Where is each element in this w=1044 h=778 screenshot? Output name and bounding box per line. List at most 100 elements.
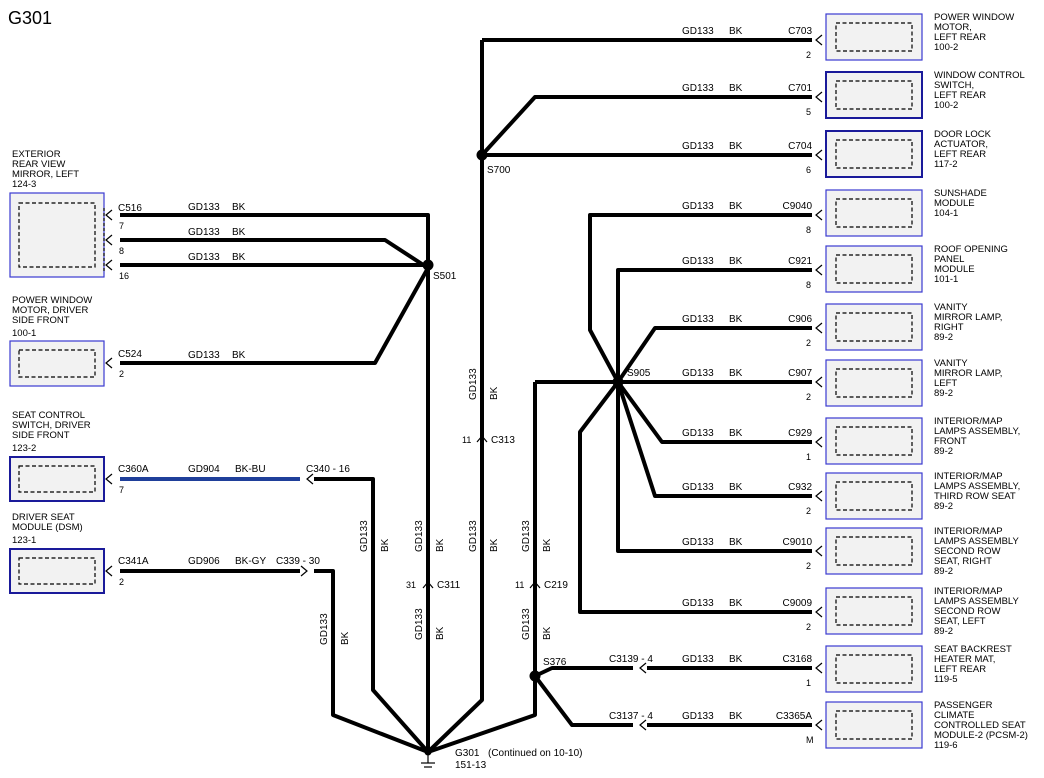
c340-label: C340 - 16 [306, 464, 350, 475]
dsm-ref: 123-1 [12, 535, 36, 546]
c339-label: C339 - 30 [276, 556, 320, 567]
dsm-pin: 2 [119, 577, 124, 587]
vlabel-s501-circuit: GD133 [414, 520, 425, 552]
map-2r-name-line1: INTERIOR/MAP [934, 526, 1003, 537]
pwm-lr-wire-circuit: GD133 [682, 26, 714, 37]
pwm-driver-connector: C524 [118, 349, 142, 360]
wire-c701 [480, 95, 812, 157]
splice-s376-dot [529, 670, 541, 682]
wlabel-c524-color: BK [232, 350, 246, 361]
map-2l-name-line2: LAMPS ASSEMBLY [934, 596, 1019, 607]
map-third-name-line1: INTERIOR/MAP [934, 471, 1003, 482]
vlabel-s700-circuit: GD133 [468, 368, 479, 400]
dsm-inner [18, 557, 96, 585]
map-2l-pin: 2 [806, 622, 811, 632]
vanity-l-pin: 2 [806, 392, 811, 402]
mirror-pin8-symbol [105, 234, 113, 246]
pwm-driver-pin: 2 [119, 369, 124, 379]
seat-switch-line1: SEAT CONTROL [12, 410, 85, 421]
map-2r-pin: 2 [806, 561, 811, 571]
vanity-l-name-line1: VANITY [934, 358, 968, 369]
vlabel-s376-color: BK [542, 626, 553, 640]
seat-switch-circuit: GD904 [188, 464, 220, 475]
pcsm-wire-circuit: GD133 [682, 711, 714, 722]
map-third-box [825, 472, 923, 520]
wire-c929 [616, 380, 812, 444]
roof-name-line2: PANEL [934, 254, 964, 265]
map-2l-name-line1: INTERIOR/MAP [934, 586, 1003, 597]
splice-s905-label: S905 [627, 368, 651, 379]
vanity-l-name-line3: LEFT [934, 378, 957, 389]
map-2r-box [825, 527, 923, 575]
c313-label: C313 [491, 435, 515, 446]
left-components: EXTERIOR REAR VIEW MIRROR, LEFT 124-3 C5… [9, 149, 350, 594]
vlabel-s501-low-color: BK [435, 626, 446, 640]
vanity-l-wire-circuit: GD133 [682, 368, 714, 379]
mirror-connector: C516 [118, 203, 142, 214]
pwm-driver-box [9, 340, 105, 387]
roof-connector: C921 [788, 256, 812, 267]
dla-lr-name-line4: 117-2 [934, 159, 958, 170]
pcsm-name-line4: MODULE-2 (PCSM-2) [934, 730, 1028, 741]
roof-wire-color: BK [729, 256, 743, 267]
map-front-pin-symbol [815, 436, 823, 448]
pwm-lr-name-line2: MOTOR, [934, 22, 972, 33]
vlabel-s700-low-circuit: GD133 [468, 520, 479, 552]
mirror-name-line1: EXTERIOR [12, 149, 61, 160]
pwm-lr-wire-color: BK [729, 26, 743, 37]
vlabel-c219-circuit: GD133 [521, 520, 532, 552]
wire-c932 [616, 381, 812, 498]
sunshade-wire-color: BK [729, 201, 743, 212]
wlabel-c516-8-color: BK [232, 227, 246, 238]
roof-pin-symbol [815, 264, 823, 276]
vlabel-s700-low-color: BK [489, 538, 500, 552]
c313-connector-symbol [476, 435, 488, 443]
roof-name-line3: MODULE [934, 264, 975, 275]
pwm-driver-line2: MOTOR, DRIVER [12, 305, 88, 316]
vlabel-s700-color: BK [489, 386, 500, 400]
map-third-pin-symbol [815, 490, 823, 502]
pwm-lr-pin-symbol [815, 34, 823, 46]
pcsm-name-line2: CLIMATE [934, 710, 974, 721]
mirror-box [9, 192, 105, 278]
wlabel-c524-circuit: GD133 [188, 350, 220, 361]
map-2l-wire-circuit: GD133 [682, 598, 714, 609]
splice-s905-dot [612, 376, 624, 388]
ground-note: (Continued on 10-10) [488, 748, 583, 759]
c340-symbol [306, 473, 314, 485]
seat-switch-color: BK-BU [235, 464, 266, 475]
map-2l-pin-symbol [815, 606, 823, 618]
map-front-name-line1: INTERIOR/MAP [934, 416, 1003, 427]
map-2l-connector: C9009 [783, 598, 813, 609]
ground-name: G301 [455, 748, 480, 759]
mirror-pin-7: 7 [119, 221, 124, 231]
pwm-lr-pin: 2 [806, 50, 811, 60]
wcs-lr-wire-circuit: GD133 [682, 83, 714, 94]
pwm-driver-ref: 100-1 [12, 328, 36, 339]
heater-connector: C3168 [783, 654, 813, 665]
map-2l-name-line4: SEAT, LEFT [934, 616, 986, 627]
mirror-inner [18, 202, 96, 268]
map-third-wire-color: BK [729, 482, 743, 493]
vanity-r-wire-circuit: GD133 [682, 314, 714, 325]
component-mirror: EXTERIOR REAR VIEW MIRROR, LEFT 124-3 C5… [9, 149, 142, 281]
dla-lr-pin: 6 [806, 165, 811, 175]
mirror-name-line2: REAR VIEW [12, 159, 65, 170]
vanity-r-name-line4: 89-2 [934, 332, 953, 343]
pwm-driver-pin-symbol [105, 357, 113, 369]
splice-s700-label: S700 [487, 165, 511, 176]
wires [120, 38, 812, 754]
heater-name-line1: SEAT BACKREST [934, 644, 1012, 655]
wire-s700-trunk [426, 40, 484, 754]
dsm-pin-symbol [105, 565, 113, 577]
wire-c339 [314, 569, 429, 754]
c219-pin: 11 [515, 580, 524, 590]
c219-label: C219 [544, 580, 568, 591]
